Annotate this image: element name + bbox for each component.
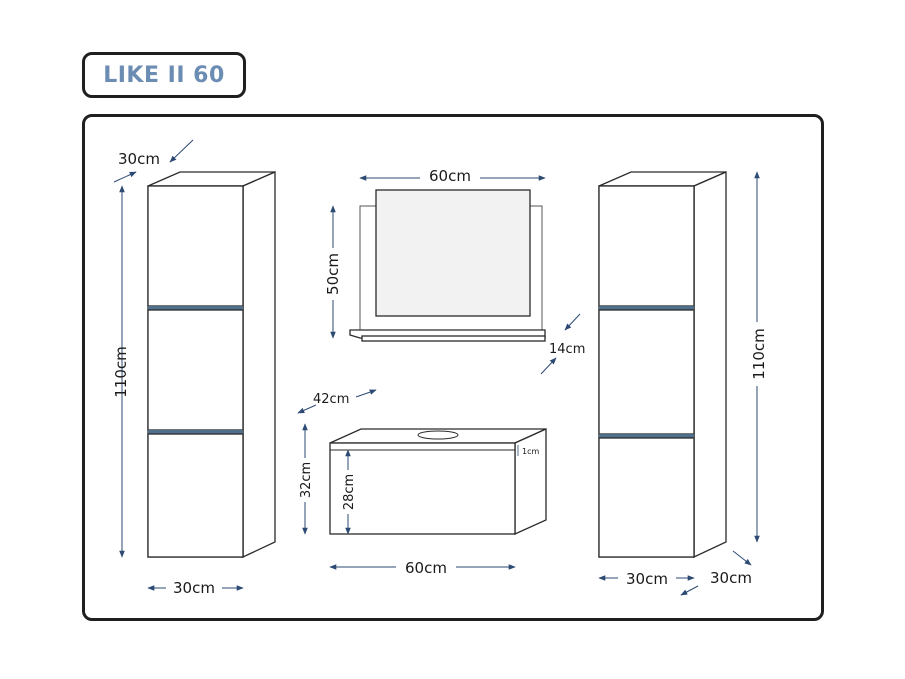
right-cabinet-middle-door bbox=[598, 309, 695, 435]
vanity-height-label: 32cm bbox=[299, 462, 314, 498]
title-box: LIKE II 60 bbox=[82, 52, 246, 98]
right-cabinet-side-face bbox=[693, 171, 727, 559]
left-width-label-bg bbox=[166, 577, 222, 595]
right-cabinet-height-label: 110cm bbox=[750, 328, 768, 380]
left-cabinet-upper-door bbox=[147, 185, 244, 307]
mirror-width-label: 60cm bbox=[429, 167, 471, 185]
right-cabinet-lower-door bbox=[598, 437, 695, 558]
mirror-height-label-bg bbox=[325, 248, 343, 300]
vanity-side-face bbox=[514, 427, 547, 536]
left-tall-cabinet bbox=[147, 171, 276, 559]
shelf-depth-label: 14cm bbox=[549, 342, 585, 357]
sink-basin bbox=[417, 430, 459, 440]
mirror-height-label: 50cm bbox=[324, 253, 342, 295]
left-depth-dim-line bbox=[169, 139, 194, 163]
vanity-front bbox=[329, 442, 516, 535]
right-depth-dim-line-1 bbox=[680, 585, 699, 596]
left-cabinet-led-strip-1 bbox=[148, 306, 243, 310]
right-height-label-bg bbox=[748, 322, 768, 386]
right-cabinet-led-strip-1 bbox=[599, 306, 694, 310]
left-cabinet-depth-label: 30cm bbox=[118, 150, 160, 168]
vanity-depth-dim-line-2 bbox=[355, 389, 377, 398]
drawer-height-label: 28cm bbox=[342, 474, 357, 510]
left-depth-dim-line-2 bbox=[113, 171, 137, 183]
left-cabinet-lower-door bbox=[147, 433, 244, 558]
shelf-depth-dim-line-1 bbox=[564, 313, 581, 331]
top-thickness-label: 1cm bbox=[522, 447, 539, 456]
mirror-shelf-front bbox=[361, 335, 546, 342]
drawer-height-label-bg bbox=[340, 470, 358, 514]
drawing-frame bbox=[82, 114, 824, 621]
mirror-width-label-bg bbox=[420, 166, 480, 184]
right-cabinet-upper-door bbox=[598, 185, 695, 307]
right-depth-dim-line-2 bbox=[732, 550, 752, 566]
vanity-depth-label: 42cm bbox=[313, 392, 349, 407]
vanity-depth-dim-line-1 bbox=[297, 404, 317, 414]
vanity-width-label-bg bbox=[396, 557, 456, 575]
right-tall-cabinet bbox=[598, 171, 727, 559]
shelf-depth-dim-line-2 bbox=[540, 357, 557, 375]
left-cabinet-width-label: 30cm bbox=[173, 579, 215, 597]
left-cabinet-led-strip-2 bbox=[148, 430, 243, 434]
left-cabinet-height-label: 110cm bbox=[112, 346, 130, 398]
vanity-width-label: 60cm bbox=[405, 559, 447, 577]
right-width-label-bg bbox=[618, 568, 676, 586]
left-cabinet-side-face bbox=[242, 171, 276, 559]
left-cabinet-middle-door bbox=[147, 309, 244, 431]
product-title: LIKE II 60 bbox=[103, 62, 225, 88]
right-cabinet-width-label: 30cm bbox=[626, 570, 668, 588]
mirror bbox=[349, 189, 546, 342]
mirror-glass bbox=[375, 189, 531, 317]
vanity-unit bbox=[329, 427, 547, 536]
right-cabinet-depth-label: 30cm bbox=[710, 569, 752, 587]
vanity-height-label-bg bbox=[297, 458, 315, 502]
right-cabinet-led-strip-2 bbox=[599, 434, 694, 438]
